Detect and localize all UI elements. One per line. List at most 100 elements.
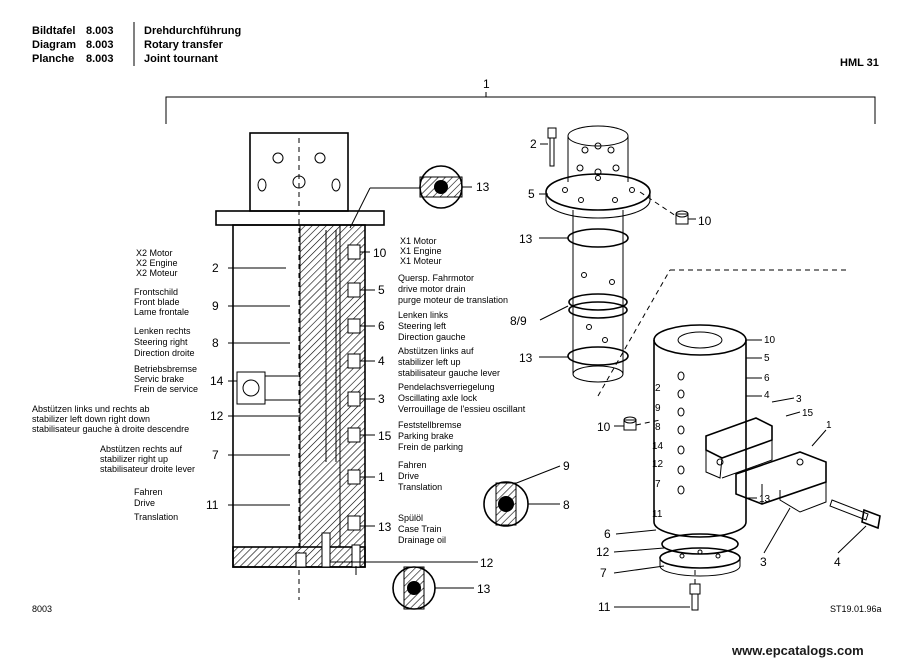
left-label-line: Frontschild bbox=[134, 287, 178, 297]
right-label-number: 5 bbox=[378, 283, 385, 297]
detail-number: 13 bbox=[476, 180, 490, 194]
channel-lines bbox=[265, 375, 298, 401]
brake-port-hole bbox=[242, 379, 260, 397]
right-label-number: 6 bbox=[378, 319, 385, 333]
right-label-number: 3 bbox=[378, 392, 385, 406]
seal-ring bbox=[567, 346, 629, 366]
upper-part-number: 10 bbox=[698, 214, 712, 228]
right-label-line: purge moteur de translation bbox=[398, 295, 508, 305]
left-label-line: Fahren bbox=[134, 487, 163, 497]
right-label-line: Frein de parking bbox=[398, 442, 463, 452]
right-label-line: Lenken links bbox=[398, 310, 449, 320]
right-label-line: Verrouillage de l'essieu oscillant bbox=[398, 404, 526, 414]
model-label: HML 31 bbox=[840, 57, 879, 69]
right-label-line: Feststellbremse bbox=[398, 420, 462, 430]
plug-left bbox=[623, 419, 637, 431]
lower-part-number: 11 bbox=[598, 600, 611, 614]
left-leaders bbox=[228, 267, 300, 506]
right-label-line: Drainage oil bbox=[398, 535, 446, 545]
left-label-line: Frein de service bbox=[134, 384, 198, 394]
right-label-line: Fahren bbox=[398, 460, 427, 470]
right-label-number: 15 bbox=[378, 429, 392, 443]
lower-part-number: 6 bbox=[604, 527, 611, 541]
header-title: Drehdurchführung bbox=[144, 25, 241, 37]
small-number: 14 bbox=[652, 441, 664, 452]
left-label-line: Drive bbox=[134, 498, 155, 508]
right-label-line: Abstützen links auf bbox=[398, 346, 474, 356]
left-label-group: X2 Motor X2 Engine X2 Moteur 2 Frontschi… bbox=[32, 248, 224, 522]
small-number: 8 bbox=[655, 422, 661, 433]
detail-number: 8 bbox=[563, 498, 570, 512]
detail-number: 13 bbox=[477, 582, 491, 596]
left-label-line: Lame frontale bbox=[134, 307, 189, 317]
left-label-number: 11 bbox=[206, 498, 219, 512]
seal-ring bbox=[568, 301, 628, 319]
lower-small-numbers: 2 9 8 14 12 7 11 10 5 6 4 3 15 1 13 bbox=[652, 335, 832, 520]
detail-seal-mid: 9 8 bbox=[483, 459, 570, 527]
watermark-text: www.epcatalogs.com bbox=[731, 643, 864, 658]
right-label-number: 13 bbox=[378, 520, 392, 534]
right-label-line: stabilisateur gauche lever bbox=[398, 368, 500, 378]
left-label-line: Translation bbox=[134, 512, 178, 522]
right-label-line: stabilizer left up bbox=[398, 357, 461, 367]
right-label-number: 1 bbox=[378, 470, 385, 484]
bottom-ring bbox=[659, 547, 741, 569]
bottom-screw bbox=[295, 552, 307, 568]
right-label-line: Drive bbox=[398, 471, 419, 481]
right-label-line: drive motor drain bbox=[398, 284, 466, 294]
detail-seal-top: 13 bbox=[349, 165, 490, 229]
small-number: 5 bbox=[764, 353, 770, 364]
left-label-line: Steering right bbox=[134, 337, 188, 347]
left-label-line: Abstützen links und rechts ab bbox=[32, 404, 150, 414]
left-label-line: stabilisateur gauche à droite descendre bbox=[32, 424, 189, 434]
bolt-hole bbox=[331, 178, 341, 192]
left-label-number: 14 bbox=[210, 374, 224, 388]
right-label-line: Parking brake bbox=[398, 431, 454, 441]
left-label-line: Direction droite bbox=[134, 348, 195, 358]
right-label-line: Oscillating axle lock bbox=[398, 393, 478, 403]
side-bracket bbox=[705, 417, 773, 459]
port-slot bbox=[347, 282, 361, 298]
left-label-line: X2 Engine bbox=[136, 258, 178, 268]
header-code-label: Diagram bbox=[32, 39, 76, 51]
upper-flange bbox=[545, 173, 651, 211]
seal-ring bbox=[567, 228, 629, 248]
header-code-num: 8.003 bbox=[86, 39, 114, 51]
header-code-label: Planche bbox=[32, 53, 74, 65]
small-number: 13 bbox=[759, 494, 771, 505]
right-label-line: Steering left bbox=[398, 321, 447, 331]
small-number: 15 bbox=[802, 408, 814, 419]
header-code-num: 8.003 bbox=[86, 25, 114, 37]
lower-part-number: 7 bbox=[600, 566, 607, 580]
upper-rotor-part: 2 5 10 13 8/9 13 bbox=[510, 125, 712, 383]
port-slot bbox=[347, 244, 361, 260]
lower-large-numbers: 10 6 12 7 11 3 4 bbox=[596, 420, 867, 614]
right-label-line: Spülöl bbox=[398, 513, 423, 523]
housing-top bbox=[653, 324, 747, 356]
header-codes: Bildtafel 8.003 Diagram 8.003 Planche 8.… bbox=[32, 25, 114, 65]
brake-port bbox=[236, 371, 266, 405]
detail-number: 9 bbox=[563, 459, 570, 473]
upper-part-number: 8/9 bbox=[510, 314, 527, 328]
left-label-number: 8 bbox=[212, 336, 219, 350]
left-label-number: 2 bbox=[212, 261, 219, 275]
small-number: 4 bbox=[764, 390, 770, 401]
bottom-bolt bbox=[351, 544, 361, 568]
small-number: 3 bbox=[796, 394, 802, 405]
left-label-line: Lenken rechts bbox=[134, 326, 191, 336]
sectional-view bbox=[215, 132, 385, 600]
upper-part-number: 13 bbox=[519, 351, 533, 365]
block-part bbox=[735, 451, 827, 505]
right-label-number: 10 bbox=[373, 246, 387, 260]
right-label-line: Quersp. Fahrmotor bbox=[398, 273, 474, 283]
header-title: Rotary transfer bbox=[144, 39, 224, 51]
lower-part-number: 10 bbox=[597, 420, 611, 434]
header-code-num: 8.003 bbox=[86, 53, 114, 65]
small-number: 12 bbox=[652, 459, 664, 470]
bolt-bottom bbox=[689, 583, 701, 611]
top-mounting-block bbox=[249, 132, 349, 212]
lower-part-number: 4 bbox=[834, 555, 841, 569]
left-label-number: 12 bbox=[210, 409, 224, 423]
assembly-bracket bbox=[165, 92, 876, 124]
right-label-line: X1 Moteur bbox=[400, 256, 442, 266]
